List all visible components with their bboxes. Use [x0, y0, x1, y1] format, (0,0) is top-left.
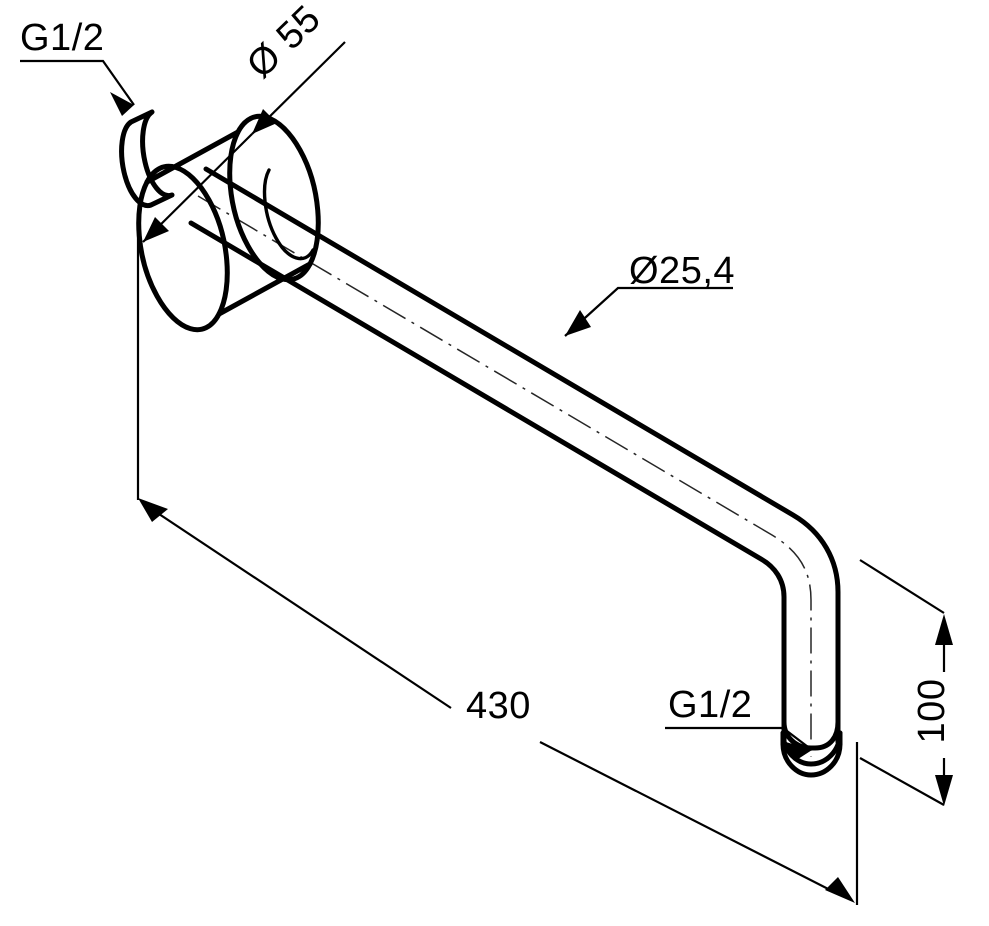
arrowhead-flange-diameter-lower [143, 217, 169, 242]
label-projection-length: 430 [466, 685, 531, 727]
dimension-drop-100 [859, 559, 953, 806]
label-layer: G1/2 Ø 55 Ø25,4 430 G1/2 100 [20, 0, 953, 743]
arrowhead-outlet-thread [786, 742, 812, 761]
arrowhead-drop-top [935, 614, 953, 645]
label-flange-diameter: Ø 55 [239, 0, 329, 86]
wall-flange [136, 113, 321, 333]
leader-tube-diameter [564, 286, 733, 337]
arrowhead-tube-diameter [565, 310, 591, 336]
arrowhead-inlet-thread [110, 92, 134, 116]
inlet-nipple [119, 109, 175, 209]
arrowhead-drop-bottom [935, 775, 953, 806]
dimension-projection-430 [136, 232, 859, 905]
label-tube-diameter: Ø25,4 [629, 250, 735, 292]
annotation-layer [20, 41, 953, 905]
label-drop-height: 100 [911, 679, 953, 744]
label-outlet-thread: G1/2 [668, 684, 752, 726]
leader-outlet-thread [665, 726, 813, 761]
product-geometry [119, 109, 843, 778]
leader-inlet-thread [20, 59, 135, 116]
leader-flange-diameter [142, 41, 346, 243]
tube-centerline [197, 195, 812, 757]
tube-arm [188, 166, 841, 745]
arrowhead-projection-left [138, 498, 168, 522]
outlet-nozzle [780, 719, 843, 778]
arrowhead-flange-diameter-upper [252, 109, 277, 134]
label-inlet-thread: G1/2 [20, 17, 104, 59]
arrowhead-projection-right [825, 877, 855, 903]
